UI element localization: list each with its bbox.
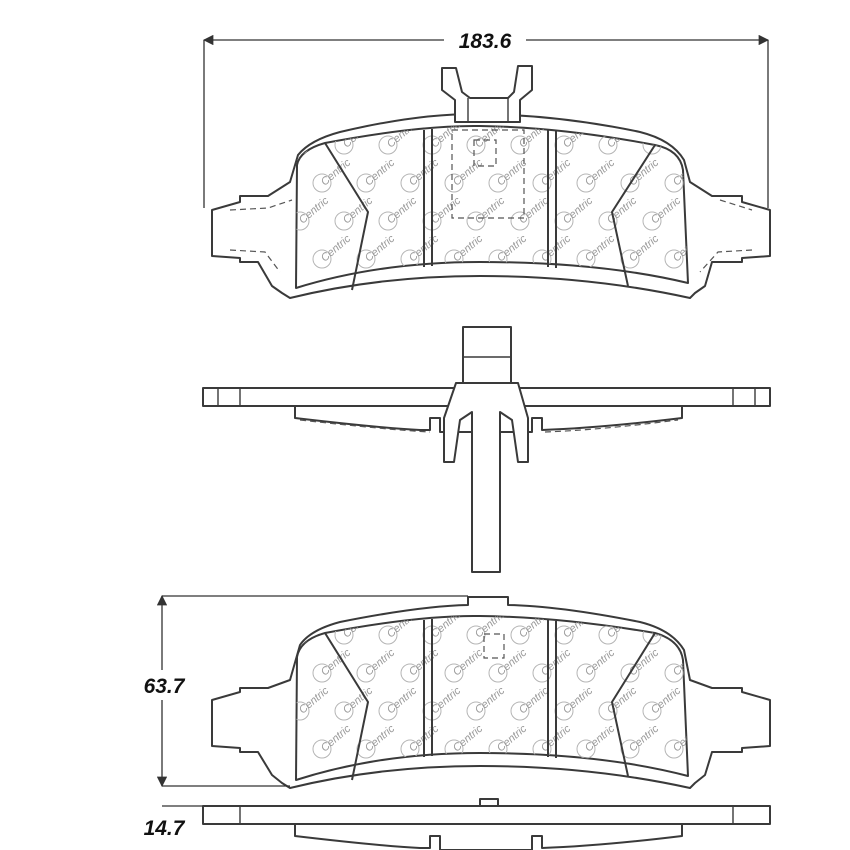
logo-ring	[642, 211, 662, 231]
top-chamfer-right	[611, 144, 656, 287]
logo-ring	[312, 173, 332, 193]
logo-ring	[598, 211, 618, 231]
bottom-side-backing-plate	[202, 805, 771, 825]
logo-ring	[334, 211, 354, 231]
logo-ring	[510, 211, 530, 231]
height-dimension-label: 63.7	[144, 675, 186, 698]
logo-ring	[378, 211, 398, 231]
logo-ring	[510, 135, 530, 155]
logo-ring	[488, 173, 508, 193]
logo-ring	[664, 249, 684, 269]
logo-ring	[356, 663, 376, 683]
side-view	[202, 326, 771, 573]
logo-ring	[378, 625, 398, 645]
logo-ring	[620, 663, 640, 683]
logo-ring	[642, 701, 662, 721]
logo-ring	[466, 625, 486, 645]
logo-ring	[312, 739, 332, 759]
top-wear-clip	[441, 65, 533, 123]
logo-ring	[378, 701, 398, 721]
logo-ring	[356, 739, 376, 759]
top-slot-right	[547, 130, 557, 268]
logo-ring	[620, 249, 640, 269]
side-clip-legs	[443, 382, 529, 573]
bottom-slot-left	[423, 619, 433, 757]
logo-ring	[664, 739, 684, 759]
logo-ring	[576, 739, 596, 759]
top-center-pocket	[451, 129, 525, 219]
bottom-chamfer-left	[324, 632, 369, 781]
bottom-chamfer-right	[611, 632, 656, 777]
bottom-side-friction-pad	[294, 823, 683, 850]
side-plate-ticks	[217, 388, 756, 406]
side-dashed-lines	[299, 419, 679, 433]
thickness-dimension-label: 14.7	[144, 817, 186, 840]
logo-ring	[334, 701, 354, 721]
logo-ring	[466, 135, 486, 155]
logo-ring	[510, 625, 530, 645]
logo-ring	[444, 173, 464, 193]
bottom-side-tab	[479, 798, 499, 807]
logo-ring	[296, 701, 310, 721]
top-chamfer-left	[324, 142, 369, 291]
logo-ring	[620, 739, 640, 759]
side-clip-top	[462, 326, 512, 384]
bottom-slot-right	[547, 620, 557, 758]
logo-ring	[312, 249, 332, 269]
logo-ring	[312, 663, 332, 683]
logo-ring	[576, 663, 596, 683]
logo-ring	[444, 663, 464, 683]
top-slot-left	[423, 129, 433, 267]
logo-ring	[598, 701, 618, 721]
logo-ring	[620, 173, 640, 193]
logo-ring	[598, 625, 618, 645]
logo-ring	[400, 173, 420, 193]
logo-ring	[466, 211, 486, 231]
width-dimension-label: 183.6	[459, 30, 512, 53]
height-dimension: 63.7	[144, 594, 468, 788]
logo-ring	[356, 173, 376, 193]
bottom-center-square	[483, 633, 505, 659]
logo-ring	[466, 701, 486, 721]
logo-ring	[532, 663, 552, 683]
logo-ring	[664, 663, 684, 683]
logo-ring	[296, 211, 310, 231]
bottom-side-ticks	[239, 806, 734, 824]
logo-ring	[488, 663, 508, 683]
top-clip-inner-lines	[467, 98, 509, 122]
logo-ring	[400, 663, 420, 683]
logo-ring	[532, 173, 552, 193]
width-dimension: 183.6	[202, 30, 770, 208]
logo-ring	[510, 701, 530, 721]
thickness-dimension: 14.7	[144, 805, 203, 840]
logo-ring	[576, 173, 596, 193]
top-center-square	[473, 139, 497, 167]
bottom-side-view	[202, 798, 771, 850]
logo-ring	[356, 249, 376, 269]
logo-ring	[378, 135, 398, 155]
logo-ring	[664, 173, 684, 193]
